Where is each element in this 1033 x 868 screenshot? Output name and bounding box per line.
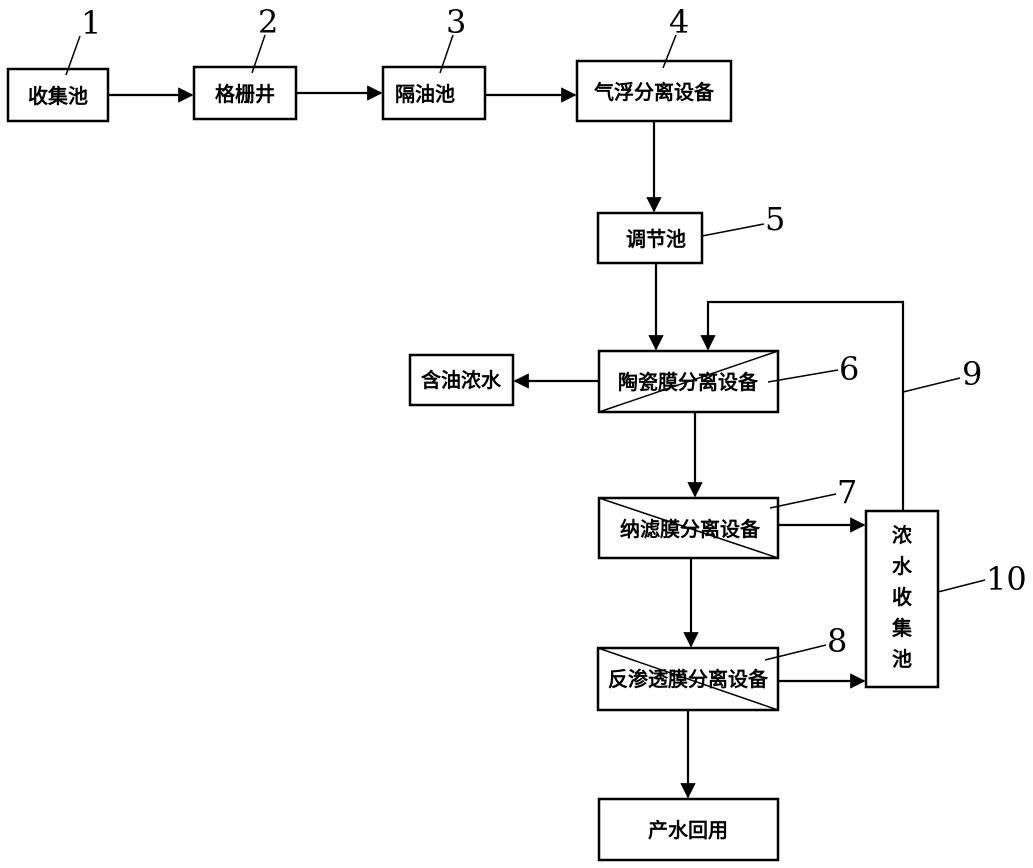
leader-3 (439, 34, 454, 74)
oil-separator-node: 隔油池 (381, 65, 487, 121)
ref-number-4: 4 (669, 3, 689, 41)
grate-well-label: 格栅井 (215, 82, 275, 106)
leader-8 (764, 644, 827, 661)
concentrate-tank-node: 浓 水 收 集 池 (864, 509, 940, 689)
air-flotation-label: 气浮分离设备 (593, 80, 715, 104)
leader-9 (902, 377, 961, 393)
ref-number-3: 3 (446, 3, 466, 41)
grate-well-node: 格栅井 (192, 65, 298, 121)
leader-7 (769, 493, 837, 509)
leader-10 (937, 579, 986, 593)
ref-number-1: 1 (81, 4, 101, 42)
concentrate-tank-char-3: 收 (892, 585, 912, 609)
ref-number-9: 9 (962, 355, 982, 393)
concentrate-tank-char-5: 池 (892, 647, 912, 671)
product-water-node: 产水回用 (597, 797, 780, 862)
ceramic-membrane-label: 陶瓷膜分离设备 (618, 370, 759, 394)
air-flotation-node: 气浮分离设备 (575, 59, 733, 123)
oil-separator-label: 隔油池 (395, 82, 455, 106)
leader-2 (251, 34, 266, 74)
nanofiltration-label: 纳滤膜分离设备 (620, 517, 761, 541)
ref-number-2: 2 (258, 3, 278, 41)
concentrate-tank-char-1: 浓 (892, 523, 913, 547)
concentrate-tank-char-2: 水 (892, 554, 913, 578)
leader-6 (767, 369, 839, 383)
oily-concentrate-label: 含油浓水 (421, 368, 502, 392)
collection-tank-node: 收集池 (6, 67, 110, 123)
oily-concentrate-node: 含油浓水 (408, 353, 515, 407)
concentrate-tank-char-4: 集 (891, 616, 913, 640)
product-water-label: 产水回用 (648, 818, 728, 842)
collection-tank-label: 收集池 (28, 84, 88, 108)
ref-number-10: 10 (986, 560, 1027, 598)
regulating-tank-label: 调节池 (626, 227, 686, 251)
ref-number-7: 7 (837, 473, 857, 511)
reverse-osmosis-label: 反渗透膜分离设备 (608, 667, 769, 691)
ref-number-5: 5 (765, 200, 785, 238)
reverse-osmosis-node: 反渗透膜分离设备 (596, 646, 780, 712)
ref-number-8: 8 (827, 622, 847, 660)
ref-number-6: 6 (839, 350, 859, 388)
leader-1 (65, 35, 81, 76)
ceramic-membrane-node: 陶瓷膜分离设备 (597, 349, 780, 414)
leader-4 (662, 34, 677, 69)
recycle-line-concentrate-to-ceramic (700, 300, 905, 511)
leader-5 (701, 223, 765, 237)
nanofiltration-node: 纳滤膜分离设备 (597, 496, 780, 560)
regulating-tank-node: 调节池 (596, 211, 704, 265)
